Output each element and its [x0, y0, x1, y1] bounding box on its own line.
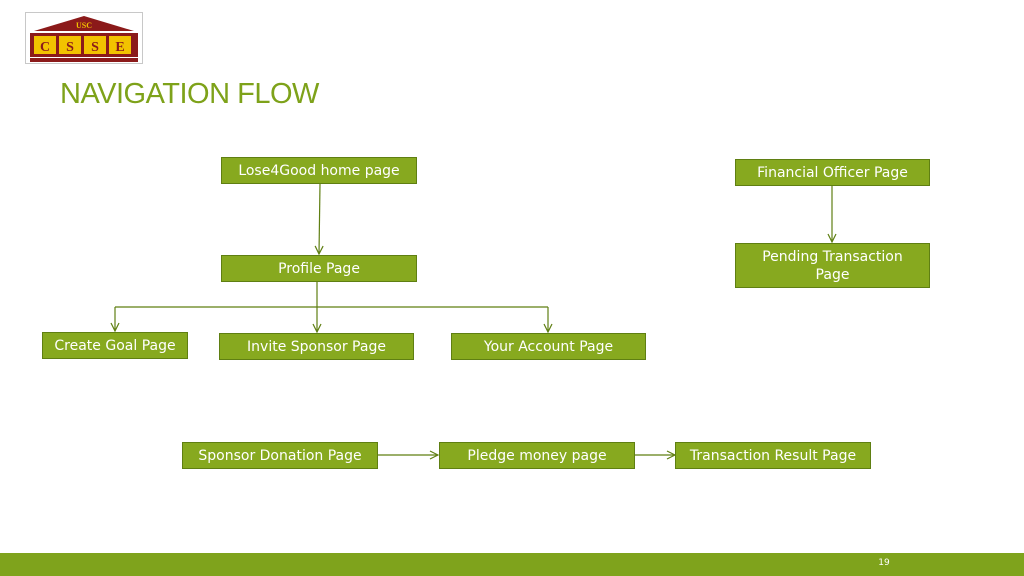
svg-text:S: S	[91, 40, 99, 55]
page-number: 19	[878, 558, 890, 568]
usc-csse-logo: USC C S S E	[25, 12, 143, 64]
node-transaction-result-page: Transaction Result Page	[675, 442, 871, 469]
node-your-account-page: Your Account Page	[451, 333, 646, 360]
svg-text:S: S	[66, 40, 74, 55]
slide-title: NAVIGATION FLOW	[60, 78, 319, 110]
svg-text:E: E	[115, 40, 124, 55]
node-sponsor-donation-page: Sponsor Donation Page	[182, 442, 378, 469]
svg-text:C: C	[40, 40, 50, 55]
node-pledge-money-page: Pledge money page	[439, 442, 635, 469]
node-home-page: Lose4Good home page	[221, 157, 417, 184]
edge-home-to-profile	[319, 183, 320, 254]
node-profile-page: Profile Page	[221, 255, 417, 282]
node-invite-sponsor-page: Invite Sponsor Page	[219, 333, 414, 360]
node-create-goal-page: Create Goal Page	[42, 332, 188, 359]
footer-bar: 19	[0, 553, 1024, 576]
node-pending-transaction-page: Pending Transaction Page	[735, 243, 930, 288]
node-financial-officer-page: Financial Officer Page	[735, 159, 930, 186]
svg-text:USC: USC	[76, 21, 92, 30]
